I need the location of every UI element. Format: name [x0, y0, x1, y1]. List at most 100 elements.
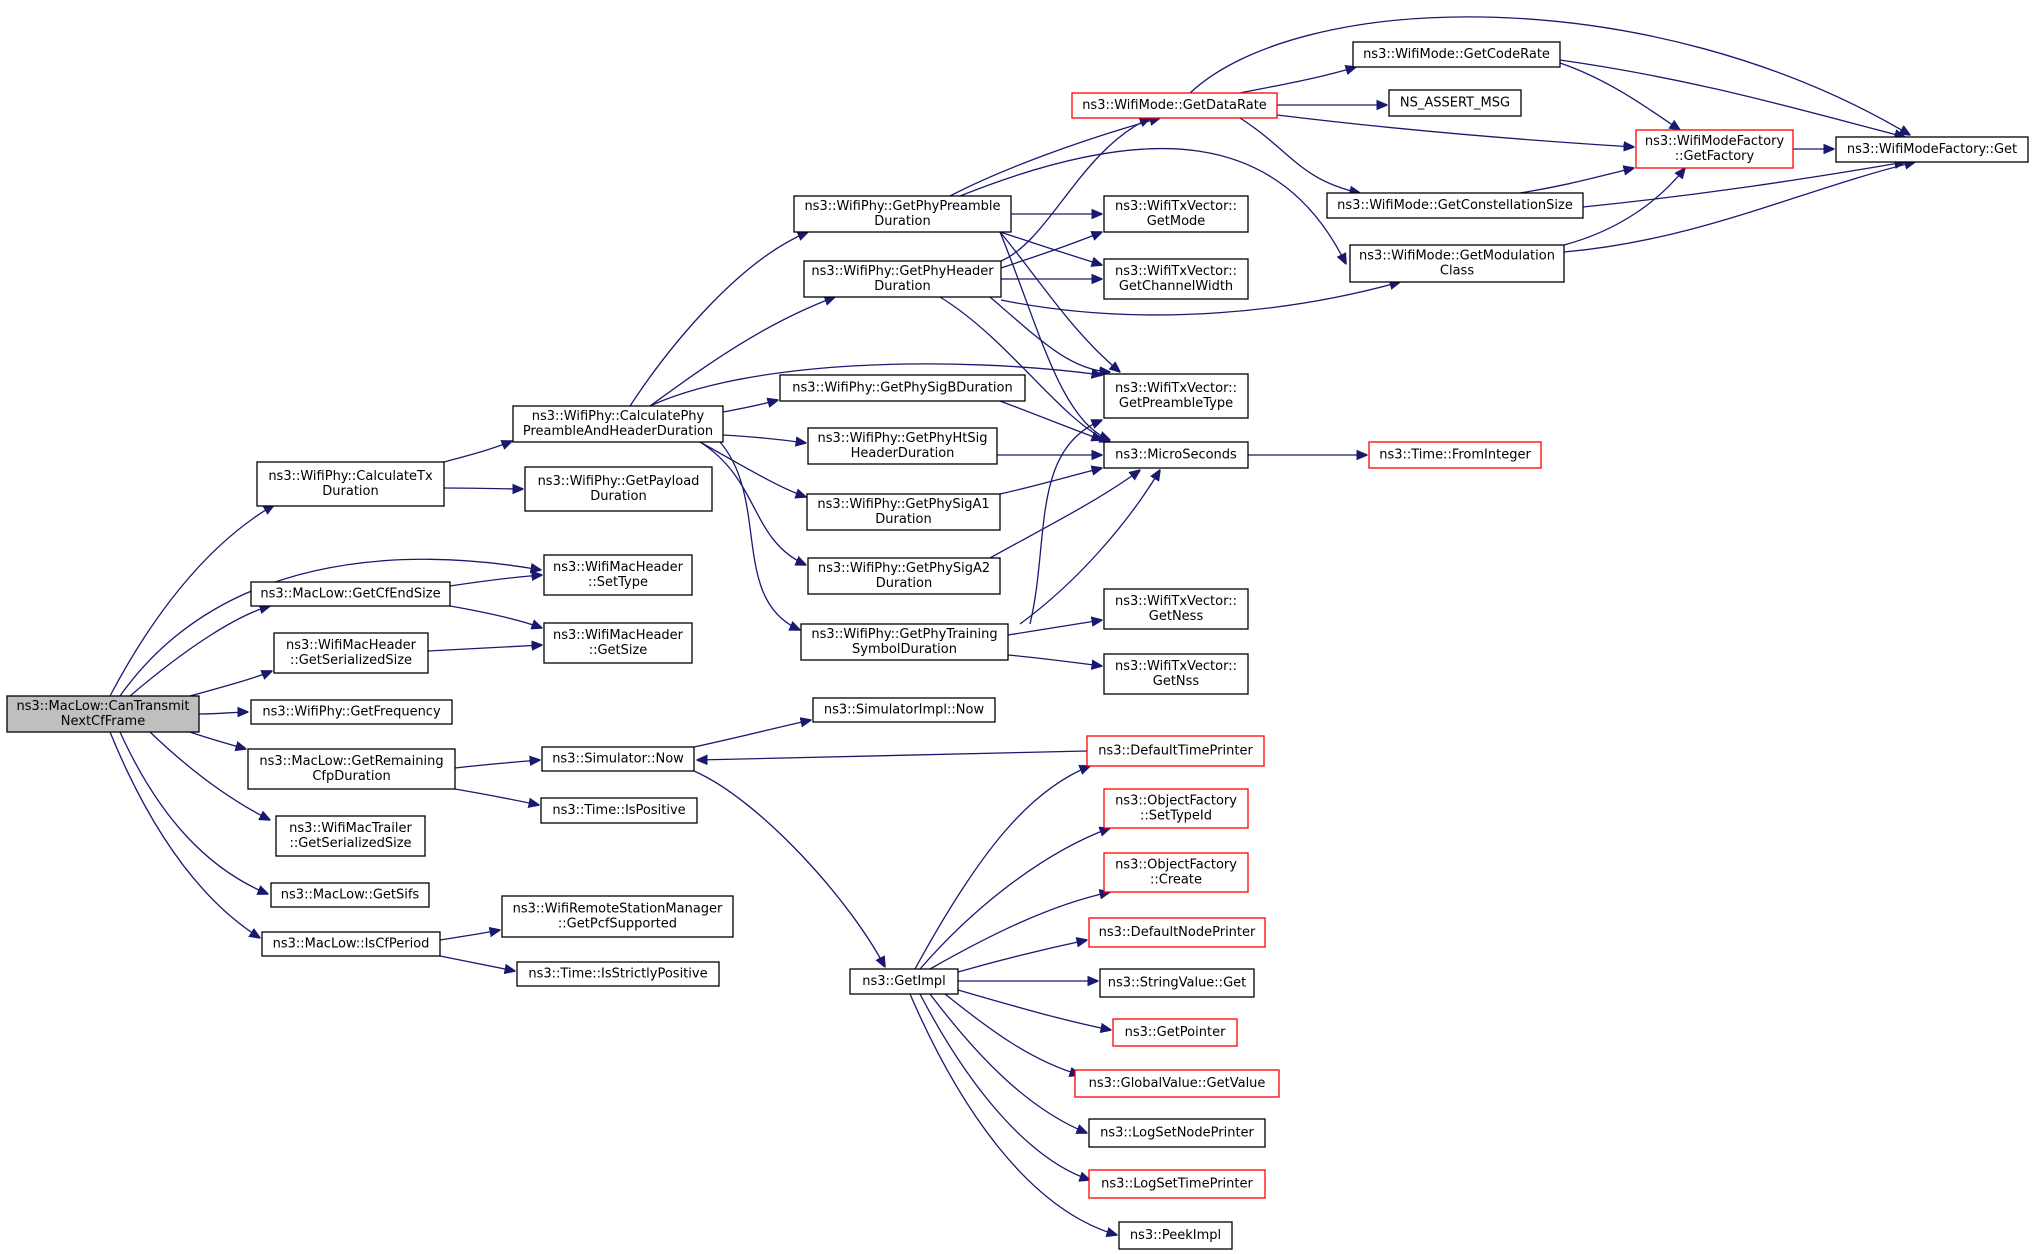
edge-deftime-to-simnow	[697, 750, 1088, 760]
node-calcpre[interactable]: ns3::WifiPhy::CalculatePhyPreambleAndHea…	[512, 405, 724, 443]
node-assert[interactable]: NS_ASSERT_MSG	[1388, 89, 1522, 117]
node-getimpl[interactable]: ns3::GetImpl	[849, 968, 959, 995]
edge-calcpre-to-pretype	[649, 363, 1102, 407]
node-label-line: ns3::WifiMacHeader	[286, 638, 417, 653]
edge-preamble-to-modclass	[959, 147, 1346, 264]
node-training[interactable]: ns3::WifiPhy::GetPhyTrainingSymbolDurati…	[800, 623, 1009, 661]
node-label-line: ns3::WifiTxVector::	[1115, 199, 1237, 214]
node-mhser[interactable]: ns3::WifiMacHeader::GetSerializedSize	[273, 632, 429, 674]
edge-constel-to-factget	[1582, 162, 1905, 208]
edge-root-to-getcfend	[129, 606, 270, 697]
node-label-line: GetChannelWidth	[1119, 279, 1233, 294]
node-settype[interactable]: ns3::WifiMacHeader::SetType	[543, 554, 693, 596]
node-getfactory[interactable]: ns3::WifiModeFactory::GetFactory	[1635, 129, 1794, 169]
node-getfreq[interactable]: ns3::WifiPhy::GetFrequency	[250, 699, 453, 725]
node-getsize[interactable]: ns3::WifiMacHeader::GetSize	[543, 622, 693, 664]
node-label-line: ns3::WifiPhy::GetPayload	[538, 474, 700, 489]
node-peek[interactable]: ns3::PeekImpl	[1118, 1221, 1233, 1250]
node-mtser[interactable]: ns3::WifiMacTrailer::GetSerializedSize	[275, 815, 426, 857]
edge-header-to-txmode	[1000, 232, 1102, 269]
edge-mhser-to-getsize	[427, 645, 542, 652]
edge-calcpre-to-sigb	[722, 400, 778, 413]
node-fromint[interactable]: ns3::Time::FromInteger	[1368, 441, 1542, 469]
node-label-line: ns3::WifiMacTrailer	[289, 821, 412, 836]
node-label-line: ns3::ObjectFactory	[1115, 794, 1237, 809]
edge-sigA1-to-micro	[999, 468, 1102, 495]
edge-root-to-calctx	[109, 505, 274, 697]
node-label-line: ::Create	[1150, 873, 1202, 888]
node-sigb[interactable]: ns3::WifiPhy::GetPhySigBDuration	[779, 374, 1026, 402]
node-label-line: ns3::WifiTxVector::	[1115, 264, 1237, 279]
node-box	[779, 374, 1026, 402]
node-deftime[interactable]: ns3::DefaultTimePrinter	[1086, 735, 1265, 767]
node-getnss[interactable]: ns3::WifiTxVector::GetNss	[1103, 653, 1249, 695]
node-box	[1352, 41, 1561, 68]
node-constel[interactable]: ns3::WifiMode::GetConstellationSize	[1326, 192, 1584, 219]
node-label-line: ::GetPcfSupported	[558, 917, 677, 932]
edge-header-to-micro	[939, 296, 1110, 442]
node-lognode[interactable]: ns3::LogSetNodePrinter	[1088, 1118, 1266, 1148]
node-box	[1388, 89, 1522, 117]
edge-getimpl-to-settypeid	[919, 828, 1110, 970]
node-chwidth[interactable]: ns3::WifiTxVector::GetChannelWidth	[1103, 258, 1249, 300]
node-label-line: ::GetSerializedSize	[289, 836, 411, 851]
node-label-line: ns3::WifiMode::GetConstellationSize	[1337, 198, 1573, 213]
edge-training-to-pretype	[1029, 420, 1102, 625]
node-ispos[interactable]: ns3::Time::IsPositive	[540, 797, 698, 824]
node-simnow[interactable]: ns3::Simulator::Now	[541, 746, 695, 772]
node-getptr[interactable]: ns3::GetPointer	[1112, 1018, 1238, 1047]
node-getcfend[interactable]: ns3::MacLow::GetCfEndSize	[250, 581, 451, 607]
edge-calcpre-to-htsig	[722, 434, 806, 443]
node-txmode[interactable]: ns3::WifiTxVector::GetMode	[1103, 195, 1249, 233]
edge-getimpl-to-create	[929, 892, 1110, 970]
node-label-line: Duration	[590, 489, 646, 504]
node-box	[1349, 244, 1565, 283]
node-label-line: GetMode	[1147, 214, 1206, 229]
node-label-line: CfpDuration	[312, 769, 390, 784]
node-create[interactable]: ns3::ObjectFactory::Create	[1103, 852, 1249, 893]
node-strget[interactable]: ns3::StringValue::Get	[1099, 968, 1255, 998]
node-isstrict[interactable]: ns3::Time::IsStrictlyPositive	[516, 961, 720, 987]
edge-calcpre-to-training	[719, 441, 800, 630]
node-micro[interactable]: ns3::MicroSeconds	[1103, 441, 1249, 469]
node-datarate[interactable]: ns3::WifiMode::GetDataRate	[1071, 92, 1278, 119]
node-defnode[interactable]: ns3::DefaultNodePrinter	[1088, 917, 1266, 948]
node-logtime[interactable]: ns3::LogSetTimePrinter	[1088, 1169, 1266, 1199]
node-settypeid[interactable]: ns3::ObjectFactory::SetTypeId	[1103, 788, 1249, 829]
node-label-line: PreambleAndHeaderDuration	[523, 424, 713, 439]
node-getness[interactable]: ns3::WifiTxVector::GetNess	[1103, 588, 1249, 630]
node-factget[interactable]: ns3::WifiModeFactory::Get	[1835, 136, 2029, 163]
node-simimplnow[interactable]: ns3::SimulatorImpl::Now	[812, 697, 996, 723]
edge-header-to-modclass	[1000, 282, 1400, 316]
node-pretype[interactable]: ns3::WifiTxVector::GetPreambleType	[1103, 373, 1249, 419]
node-gvget[interactable]: ns3::GlobalValue::GetValue	[1074, 1069, 1280, 1098]
node-label-line: ns3::WifiTxVector::	[1115, 594, 1237, 609]
edge-getremcfp-to-ispos	[454, 788, 539, 805]
node-getsifs[interactable]: ns3::MacLow::GetSifs	[270, 882, 430, 908]
node-label-line: ns3::WifiPhy::GetPhyHtSig	[818, 431, 988, 446]
node-box	[812, 697, 996, 723]
node-label-line: GetNess	[1149, 609, 1204, 624]
node-label-line: ns3::WifiPhy::GetPhyTraining	[811, 627, 997, 642]
node-label-line: ::GetSerializedSize	[290, 653, 412, 668]
node-box	[807, 557, 1001, 595]
node-iscf[interactable]: ns3::MacLow::IsCfPeriod	[261, 931, 441, 957]
node-coderate[interactable]: ns3::WifiMode::GetCodeRate	[1352, 41, 1561, 68]
node-label-line: ::GetSize	[589, 643, 648, 658]
edge-root-to-mhser	[189, 671, 272, 697]
edge-datarate-to-getfactory	[1276, 114, 1634, 147]
node-label-line: ns3::WifiMode::GetModulation	[1359, 249, 1555, 264]
node-label-line: ns3::WifiMode::GetCodeRate	[1363, 47, 1550, 62]
node-label-line: ns3::MacLow::GetSifs	[281, 888, 420, 903]
node-getpcf[interactable]: ns3::WifiRemoteStationManager::GetPcfSup…	[501, 895, 734, 938]
